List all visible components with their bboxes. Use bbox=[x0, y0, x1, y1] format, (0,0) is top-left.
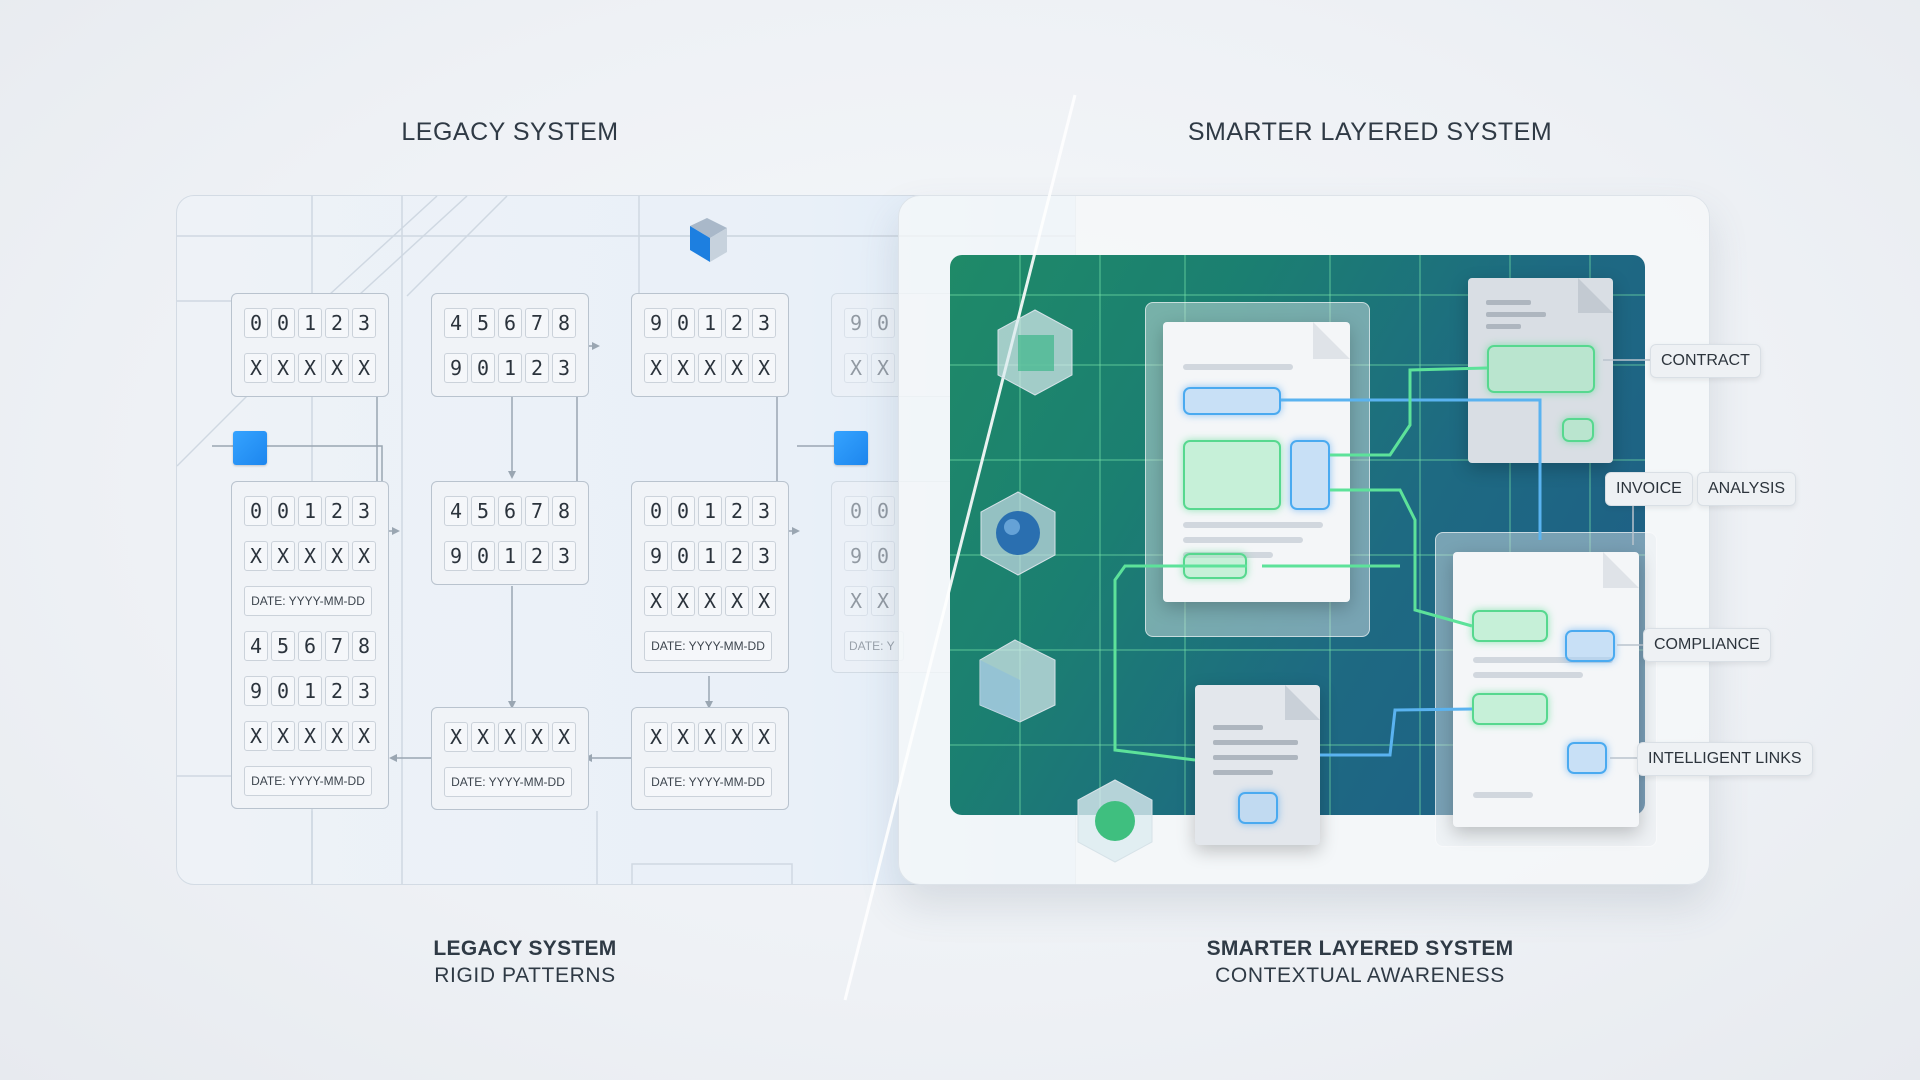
legacy-caption: LEGACY SYSTEM RIGID PATTERNS bbox=[375, 935, 675, 989]
highlight-field bbox=[1567, 742, 1607, 774]
date-field: DATE: YYYY-MM-DD bbox=[244, 766, 372, 796]
tag-compliance: COMPLIANCE bbox=[1643, 628, 1771, 662]
glass-cube-icon bbox=[979, 639, 1056, 723]
tag-invoice: INVOICE bbox=[1605, 472, 1693, 506]
orb-icon bbox=[1077, 779, 1153, 863]
highlight-field bbox=[1565, 630, 1615, 662]
highlight-field bbox=[1487, 345, 1595, 393]
hex-cube-icon bbox=[997, 309, 1073, 396]
blue-square-marker bbox=[834, 431, 868, 465]
date-field: DATE: YYYY-MM-DD bbox=[644, 767, 772, 797]
smart-caption: SMARTER LAYERED SYSTEM CONTEXTUAL AWAREN… bbox=[1160, 935, 1560, 989]
smart-caption-title: SMARTER LAYERED SYSTEM bbox=[1206, 937, 1514, 960]
smart-caption-subtitle: CONTEXTUAL AWARENESS bbox=[1215, 964, 1505, 987]
date-field: DATE: YYYY-MM-DD bbox=[444, 767, 572, 797]
highlight-field bbox=[1183, 387, 1281, 415]
date-field: DATE: YYYY-MM-DD bbox=[644, 631, 772, 661]
date-field: DATE: YYYY-MM-DD bbox=[244, 586, 372, 616]
smart-system-title: SMARTER LAYERED SYSTEM bbox=[1187, 118, 1553, 146]
tag-contract: CONTRACT bbox=[1650, 344, 1761, 378]
document-invoice bbox=[1453, 552, 1639, 827]
highlight-field bbox=[1472, 693, 1548, 725]
highlight-field bbox=[1562, 418, 1594, 442]
tag-intelligent-links: INTELLIGENT LINKS bbox=[1637, 742, 1813, 776]
sphere-icon bbox=[980, 491, 1056, 576]
highlight-field bbox=[1238, 792, 1278, 824]
legacy-system-title: LEGACY SYSTEM bbox=[401, 118, 619, 146]
tag-analysis: ANALYSIS bbox=[1697, 472, 1797, 506]
legacy-caption-subtitle: RIGID PATTERNS bbox=[434, 964, 616, 987]
highlight-field bbox=[1472, 610, 1548, 642]
legacy-caption-title: LEGACY SYSTEM bbox=[433, 937, 617, 960]
highlight-field bbox=[1290, 440, 1330, 510]
blue-square-marker bbox=[233, 431, 267, 465]
highlight-field bbox=[1183, 440, 1281, 510]
cube-icon bbox=[690, 218, 727, 262]
